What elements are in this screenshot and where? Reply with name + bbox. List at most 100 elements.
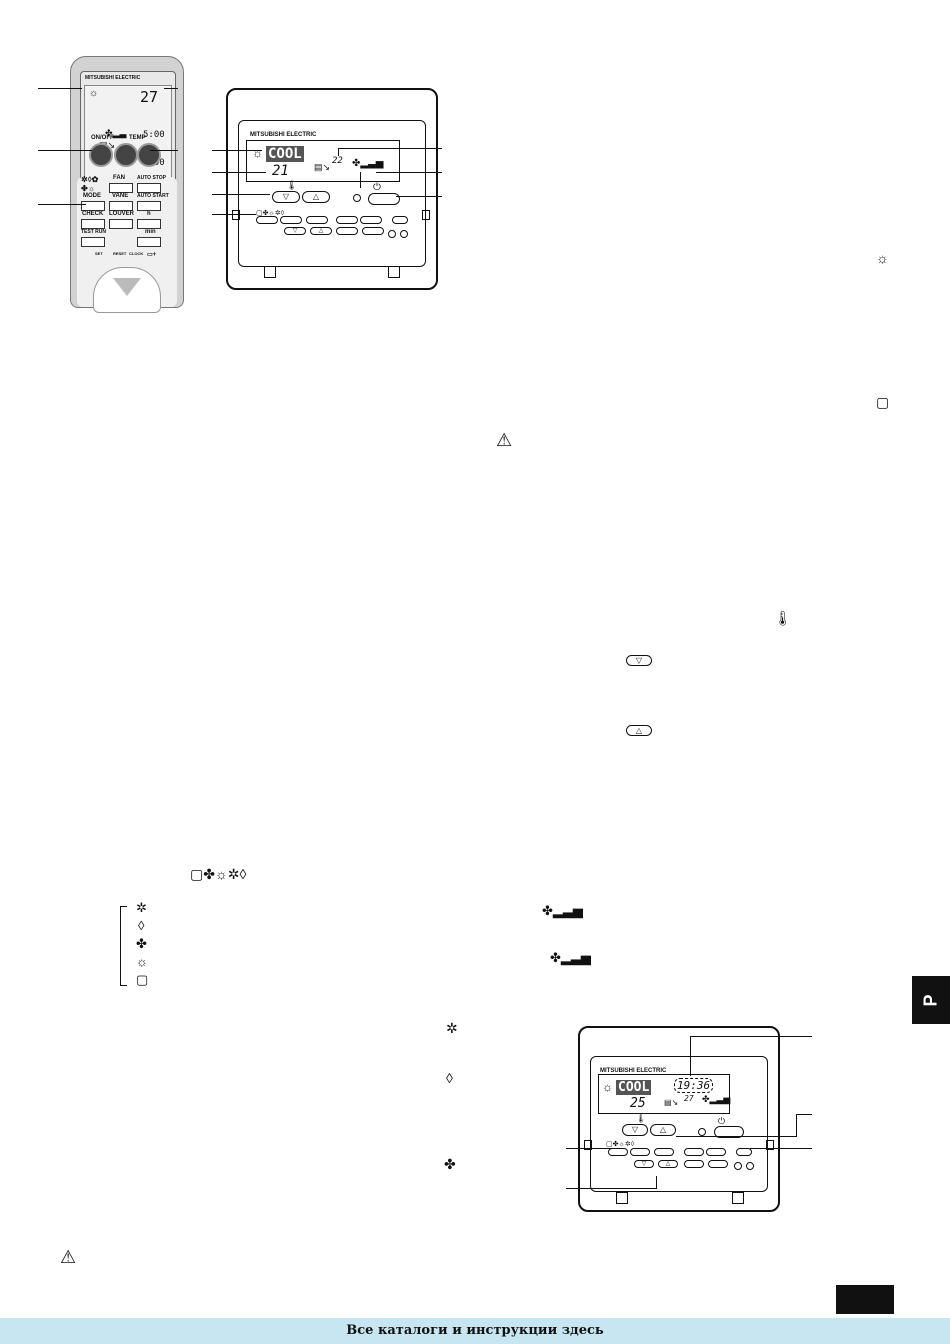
callout-line [38, 88, 82, 89]
vane-button-bottom[interactable] [736, 1148, 752, 1156]
check-button[interactable] [336, 227, 358, 235]
mode-display-bottom: COOL [616, 1080, 652, 1095]
callout-line [164, 88, 178, 89]
footer-banner[interactable]: Все каталоги и инструкции здесь [0, 1318, 950, 1344]
callout-line [212, 194, 270, 195]
filter-button[interactable] [388, 230, 396, 238]
time-up-button[interactable]: △ [310, 227, 332, 235]
remote-auto-stop-button[interactable] [137, 183, 161, 193]
remote-set-label: SET [95, 251, 103, 256]
mode-button[interactable] [256, 216, 278, 224]
section-tab: P [912, 976, 950, 1024]
remote-brand-logo: MITSUBISHI ELECTRIC [85, 75, 141, 81]
set-temp-display-bottom: 25 [630, 1096, 646, 1111]
check-button-bottom[interactable] [684, 1160, 704, 1168]
time-up-button-bottom[interactable]: △ [658, 1160, 678, 1168]
wired-controller-bottom: MITSUBISHI ELECTRIC ☼ COOL 19:36 25 ▤↘ 2… [578, 1026, 780, 1212]
remote-h-button[interactable] [137, 219, 161, 229]
reset-button-bottom[interactable] [746, 1162, 754, 1170]
warning-triangle-icon-bottom: ⚠ [60, 1247, 77, 1267]
fan-speed-icon-2: ✤▂▃▅ [550, 950, 591, 965]
remote-clock-label: CLOCK [129, 251, 144, 256]
page-number-box [836, 1285, 894, 1314]
callout-line [690, 1036, 691, 1076]
fan-speed-button[interactable] [336, 216, 358, 224]
remote-temp-down-button[interactable] [114, 143, 138, 167]
down-button-icon: ▽ [626, 655, 652, 666]
fan-speed-button-bottom[interactable] [684, 1148, 704, 1156]
temp-down-button[interactable]: ▽ [272, 191, 300, 203]
remote-test-run-button[interactable] [81, 237, 105, 247]
timer-button[interactable] [280, 216, 302, 224]
heat-icon: ☼ [136, 954, 148, 969]
fan-icon-right: ✤ [444, 1156, 456, 1172]
remote-vane-button[interactable] [109, 201, 133, 211]
clock-display: 19:36 [674, 1078, 714, 1093]
cool-sun-icon: ☼ [252, 146, 263, 160]
onoff-button-bottom[interactable] [714, 1126, 744, 1138]
remote-onoff-button[interactable] [89, 143, 113, 167]
side-slot-right-bottom [766, 1140, 774, 1150]
mode-button-bottom[interactable] [608, 1148, 628, 1156]
test-run-button[interactable] [362, 227, 384, 235]
louver-button[interactable] [360, 216, 382, 224]
timer-button-bottom[interactable] [630, 1148, 650, 1156]
temp-up-button-bottom[interactable]: △ [650, 1124, 676, 1136]
controller-faceplate [238, 120, 426, 267]
remote-lcd-time-1: 5:00 [143, 130, 165, 140]
callout-line [338, 148, 339, 156]
remote-louver-button[interactable] [109, 219, 133, 229]
temp-down-button-bottom[interactable]: ▽ [622, 1124, 648, 1136]
remote-lcd-cool-icon: ☼ [89, 88, 99, 99]
callout-line [796, 1114, 812, 1115]
auto-icon: ▢ [136, 972, 149, 987]
remote-mode-icons: ✲◊✿✤☼ [81, 175, 99, 193]
vane-button[interactable] [392, 216, 408, 224]
fan-speed-icon-1: ✤▂▃▅ [542, 903, 583, 918]
remote-fan-button[interactable] [109, 183, 133, 193]
controller-brand-logo-bottom: MITSUBISHI ELECTRIC [600, 1068, 667, 1074]
remote-min-button[interactable] [137, 237, 161, 247]
callout-line [150, 150, 178, 151]
remote-onoff-label: ON/OFF [91, 135, 114, 141]
remote-auto-stop-label: AUTO STOP [137, 175, 166, 181]
section-tab-letter: P [920, 993, 941, 1007]
callout-line [212, 214, 256, 215]
test-run-button-bottom[interactable] [708, 1160, 728, 1168]
temp-up-button[interactable]: △ [302, 191, 330, 203]
reset-button[interactable] [400, 230, 408, 238]
fan-icon: ✤ [136, 936, 147, 951]
remote-lcd-temp: 27 [140, 88, 159, 106]
fan-speed-icon-bottom: ✤▂▃▅ [702, 1094, 731, 1104]
controller-lcd [246, 140, 400, 182]
remote-temp-up-button[interactable] [137, 143, 161, 167]
time-down-button[interactable]: ▽ [284, 227, 306, 235]
remote-check-button[interactable] [81, 219, 105, 229]
remote-temp-label: TEMP [129, 135, 146, 141]
cool-sun-icon-bottom: ☼ [602, 1080, 613, 1094]
remote-h-label: h [147, 211, 151, 217]
louver-button-bottom[interactable] [706, 1148, 726, 1156]
remote-auto-start-button[interactable] [137, 201, 161, 211]
remote-min-label: min [145, 229, 156, 235]
remote-mode-button[interactable] [81, 201, 105, 211]
up-button-icon: △ [626, 725, 652, 736]
wired-controller-top: MITSUBISHI ELECTRIC ☼ COOL 21 ▤↘ 22 ✤▂▃▅… [226, 88, 438, 290]
mode-select-icons-bottom: ▢✤☼✲◊ [606, 1141, 635, 1148]
warning-triangle-icon: ⚠ [496, 430, 513, 450]
callout-line [376, 172, 442, 173]
fan-speed-icon: ✤▂▃▅ [352, 158, 384, 169]
dry-icon: ◊ [138, 918, 145, 933]
time-down-button-bottom[interactable]: ▽ [634, 1160, 654, 1168]
callout-line [212, 172, 266, 173]
timer-on-off-button-bottom[interactable] [654, 1148, 674, 1156]
filter-button-bottom[interactable] [734, 1162, 742, 1170]
vane-icon: ▤↘ [314, 162, 331, 172]
timer-on-off-button[interactable] [306, 216, 328, 224]
wireless-remote-illustration: MITSUBISHI ELECTRIC ☼ 27 5:00 9:00 ✤▂▃ ▤… [70, 56, 184, 313]
onoff-button[interactable] [368, 193, 400, 205]
callout-line [212, 150, 262, 151]
callout-line [338, 148, 442, 149]
side-slot-left [232, 210, 240, 220]
set-temp-display: 21 [272, 163, 289, 179]
